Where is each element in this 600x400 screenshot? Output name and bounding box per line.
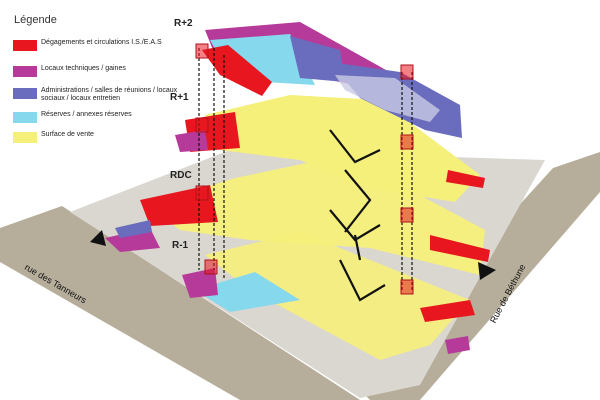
r-1-reserve	[195, 272, 300, 312]
legend-swatch	[13, 132, 37, 143]
r2-light-area	[335, 75, 440, 122]
legend-title: Légende	[14, 14, 57, 26]
legend-label: Locaux techniques / gaines	[41, 65, 126, 72]
shaft-box-rdc-left	[195, 185, 209, 201]
legend-swatch	[13, 88, 37, 99]
legend-label: Dégagements et circulations I.S./E.A.S	[41, 39, 162, 46]
shaft-box-r2-left	[195, 43, 209, 59]
r-1-technical	[182, 268, 218, 298]
legend-swatch	[13, 112, 37, 123]
r1-technical	[175, 130, 208, 152]
floor-label-rdc: RDC	[170, 170, 192, 181]
level-r-1	[182, 232, 475, 360]
legend-swatch	[13, 40, 37, 51]
rdc-circulation-right	[430, 235, 490, 262]
entrance-arrow-bethune	[478, 262, 496, 280]
escalator-arrows	[329, 129, 386, 302]
escalator-rdc-cross-2	[344, 169, 372, 233]
r1-circulation-right	[446, 170, 485, 188]
legend-label: Administrations / salles de réunions / l…	[41, 87, 178, 102]
shaft-box-r-1-left	[204, 259, 218, 275]
legend-label: Surface de vente	[41, 131, 94, 138]
vertical-shafts	[198, 48, 413, 290]
street-tanneurs	[0, 206, 360, 400]
r1-sales-area	[205, 95, 480, 202]
floor-label-r-1: R-1	[172, 240, 189, 251]
rdc-admin	[115, 220, 152, 238]
floor-label-r2: R+2	[174, 18, 193, 29]
shaft-box-rdc-right	[400, 207, 414, 223]
r2-admin	[290, 36, 345, 82]
legend-swatch	[13, 66, 37, 77]
rdc-technical	[105, 228, 160, 252]
level-r2	[202, 22, 462, 138]
r2-circulation	[202, 45, 272, 96]
r-1-sales-area	[205, 232, 470, 360]
legend-label: Réserves / annexes réserves	[41, 111, 132, 118]
shaft-box-r1-left	[195, 117, 209, 133]
r-1-technical-2	[445, 336, 470, 354]
escalator-r1-up	[329, 129, 381, 164]
r-1-circulation	[420, 300, 475, 322]
level-r1	[175, 95, 485, 202]
floor-label-r1: R+1	[170, 92, 189, 103]
shaft-box-r2-right	[400, 64, 414, 80]
shaft-box-r-1-right	[400, 279, 414, 295]
escalator-r-1-cross	[339, 259, 386, 302]
shaft-boxes	[195, 43, 414, 295]
escalator-rdc-r-1-link	[353, 234, 362, 261]
entrance-arrow-tanneurs	[90, 230, 106, 246]
shaft-box-r1-right	[400, 134, 414, 150]
